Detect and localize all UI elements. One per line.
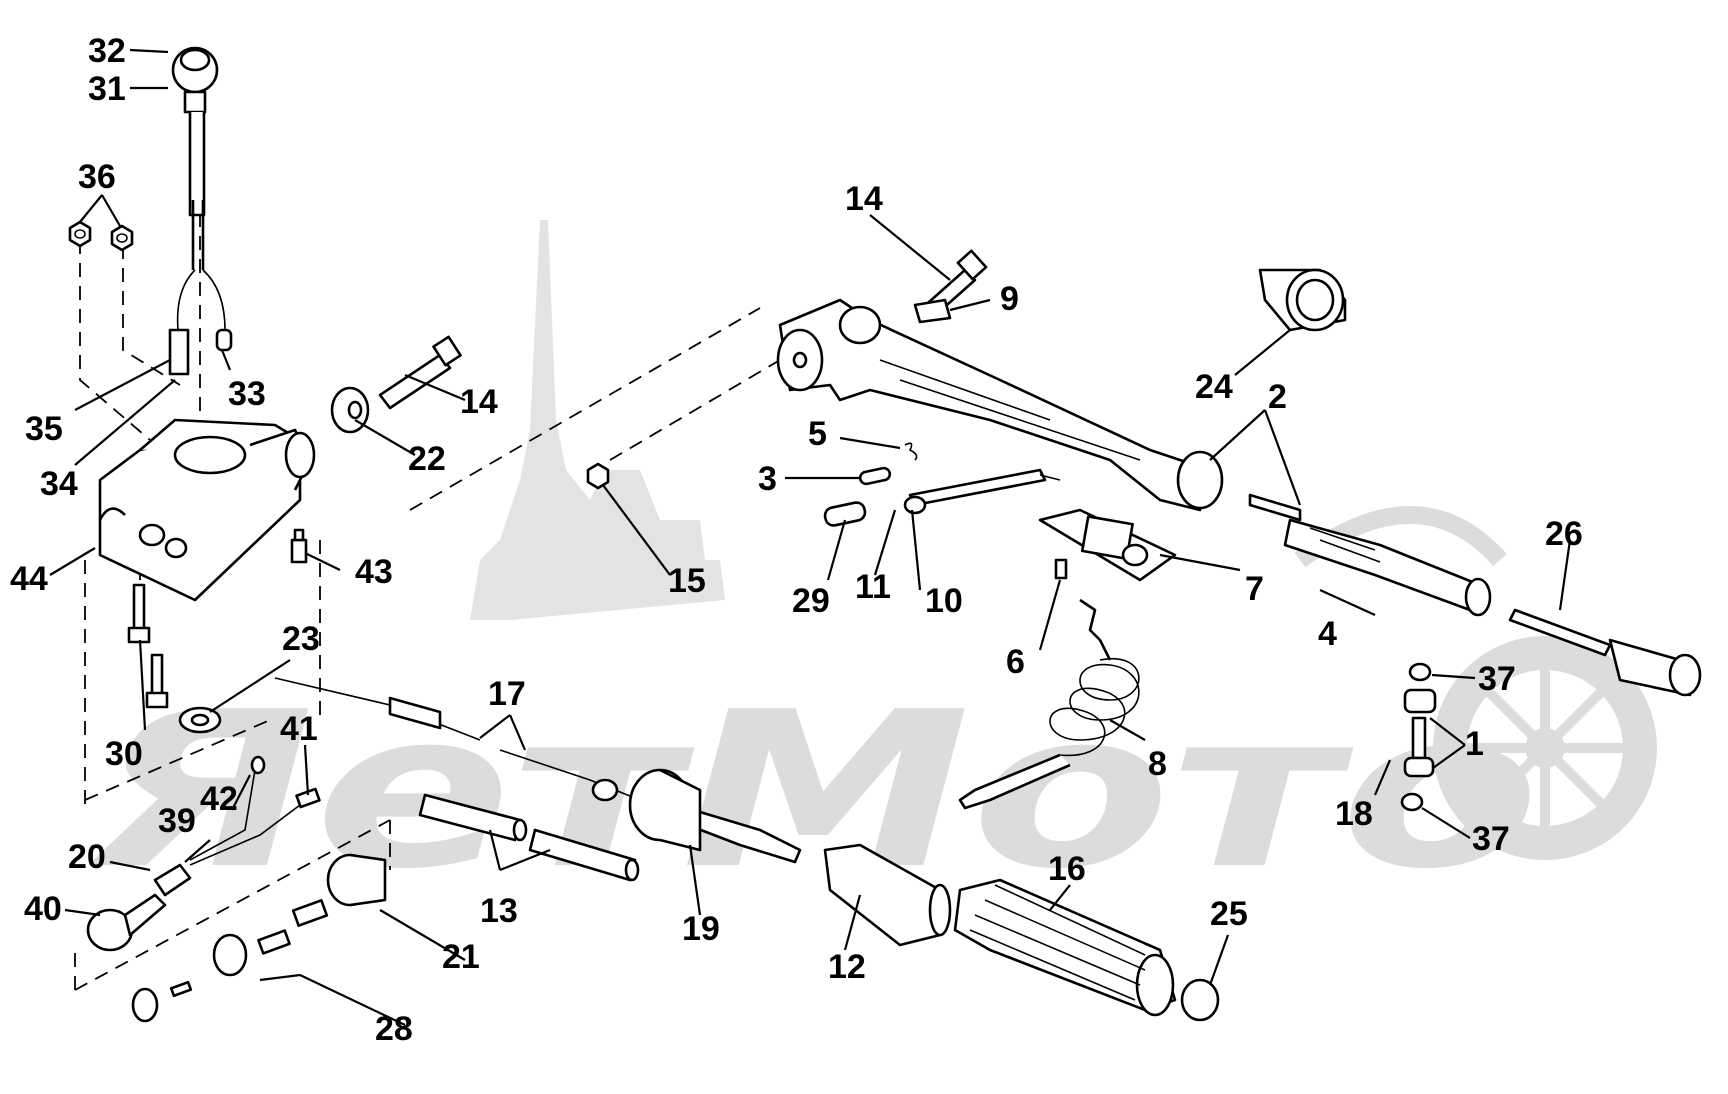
- plate-icon[interactable]: [913, 298, 952, 324]
- label-15[interactable]: 15: [668, 562, 706, 600]
- label-31[interactable]: 31: [88, 70, 126, 108]
- bushing-icon[interactable]: [1408, 662, 1432, 682]
- throttle-housing[interactable]: [823, 843, 952, 947]
- label-34[interactable]: 34: [40, 465, 78, 503]
- cap-icon[interactable]: [1180, 978, 1220, 1022]
- cam-icon[interactable]: [628, 768, 702, 852]
- bushing-icon[interactable]: [326, 853, 387, 907]
- parts: [68, 46, 1702, 1023]
- label-19[interactable]: 19: [682, 910, 720, 948]
- label-23[interactable]: 23: [282, 620, 320, 658]
- bolt-icon[interactable]: [378, 335, 462, 410]
- ground-wire[interactable]: [903, 468, 1061, 515]
- label-22[interactable]: 22: [408, 440, 446, 478]
- grease-fitting-icon[interactable]: [290, 528, 308, 564]
- nut-icon[interactable]: [110, 224, 134, 252]
- watermark-text: ЯетМото: [87, 665, 1540, 916]
- label-5[interactable]: 5: [808, 415, 827, 453]
- fitting-icon[interactable]: [823, 501, 867, 527]
- label-13[interactable]: 13: [480, 892, 518, 930]
- svg-text:ЯетМото: ЯетМото: [87, 665, 1540, 916]
- label-32[interactable]: 32: [88, 32, 126, 70]
- label-30[interactable]: 30: [105, 735, 143, 773]
- label-14-right[interactable]: 14: [845, 180, 883, 218]
- label-4[interactable]: 4: [1318, 615, 1337, 653]
- lanyard-coil[interactable]: [958, 598, 1140, 810]
- switch-assembly[interactable]: [86, 755, 321, 952]
- washer-icon[interactable]: [178, 706, 222, 734]
- label-21[interactable]: 21: [442, 938, 480, 976]
- tiller-bracket[interactable]: [98, 418, 316, 602]
- tiller-arm[interactable]: [776, 298, 1224, 512]
- watermark: ЯетМото: [87, 220, 1657, 916]
- bolt-icon[interactable]: [127, 583, 151, 644]
- pin-icon[interactable]: [858, 466, 892, 486]
- label-37[interactable]: 37: [1478, 660, 1516, 698]
- label-41[interactable]: 41: [280, 710, 318, 748]
- throttle-shaft[interactable]: [1248, 493, 1492, 617]
- label-1[interactable]: 1: [1465, 725, 1484, 763]
- throttle-grip[interactable]: [953, 878, 1177, 1017]
- label-8[interactable]: 8: [1148, 745, 1167, 783]
- pin-icon[interactable]: [1403, 688, 1437, 778]
- label-37-lower[interactable]: 37: [1472, 820, 1510, 858]
- label-35[interactable]: 35: [25, 410, 63, 448]
- screw-icon[interactable]: [1054, 558, 1068, 580]
- bolt-icon[interactable]: [145, 653, 169, 709]
- label-44[interactable]: 44: [10, 560, 48, 598]
- label-18[interactable]: 18: [1335, 795, 1373, 833]
- label-43[interactable]: 43: [355, 553, 393, 591]
- washer-icon[interactable]: [330, 386, 370, 434]
- switch-wires: [168, 269, 233, 376]
- kit-parts[interactable]: [131, 899, 329, 1023]
- label-40[interactable]: 40: [24, 890, 62, 928]
- label-28[interactable]: 28: [375, 1010, 413, 1048]
- leader-lines: [49, 48, 1572, 1026]
- label-39[interactable]: 39: [158, 802, 196, 840]
- label-26[interactable]: 26: [1545, 515, 1583, 553]
- label-20[interactable]: 20: [68, 838, 106, 876]
- label-24[interactable]: 24: [1195, 368, 1233, 406]
- label-6[interactable]: 6: [1006, 643, 1025, 681]
- spring-pin-icon[interactable]: [904, 442, 918, 461]
- label-11[interactable]: 11: [855, 568, 891, 606]
- label-10[interactable]: 10: [925, 582, 963, 620]
- label-9[interactable]: 9: [1000, 280, 1019, 318]
- part-labels: 32 31 36 33 35 34 14 22 44 43 23 30 41 4…: [10, 32, 1583, 1048]
- throttle-fitting[interactable]: [1508, 608, 1702, 697]
- tube-icon[interactable]: [418, 793, 528, 842]
- label-2[interactable]: 2: [1268, 378, 1287, 416]
- bushing-icon[interactable]: [1258, 268, 1347, 332]
- label-17[interactable]: 17: [488, 675, 526, 713]
- label-7[interactable]: 7: [1245, 570, 1264, 608]
- label-25[interactable]: 25: [1210, 895, 1248, 933]
- label-14[interactable]: 14: [460, 383, 498, 421]
- stop-switch-bracket[interactable]: [1038, 508, 1177, 582]
- label-42[interactable]: 42: [200, 780, 238, 818]
- nut-icon[interactable]: [586, 462, 610, 490]
- label-16[interactable]: 16: [1048, 850, 1086, 888]
- tube-icon[interactable]: [528, 828, 640, 882]
- stop-switch[interactable]: [171, 46, 219, 270]
- label-29[interactable]: 29: [792, 582, 830, 620]
- label-12[interactable]: 12: [828, 948, 866, 986]
- bushing-icon[interactable]: [1400, 792, 1424, 812]
- nut-icon[interactable]: [68, 220, 92, 248]
- label-3[interactable]: 3: [758, 460, 777, 498]
- label-33[interactable]: 33: [228, 375, 266, 413]
- label-36[interactable]: 36: [78, 158, 116, 196]
